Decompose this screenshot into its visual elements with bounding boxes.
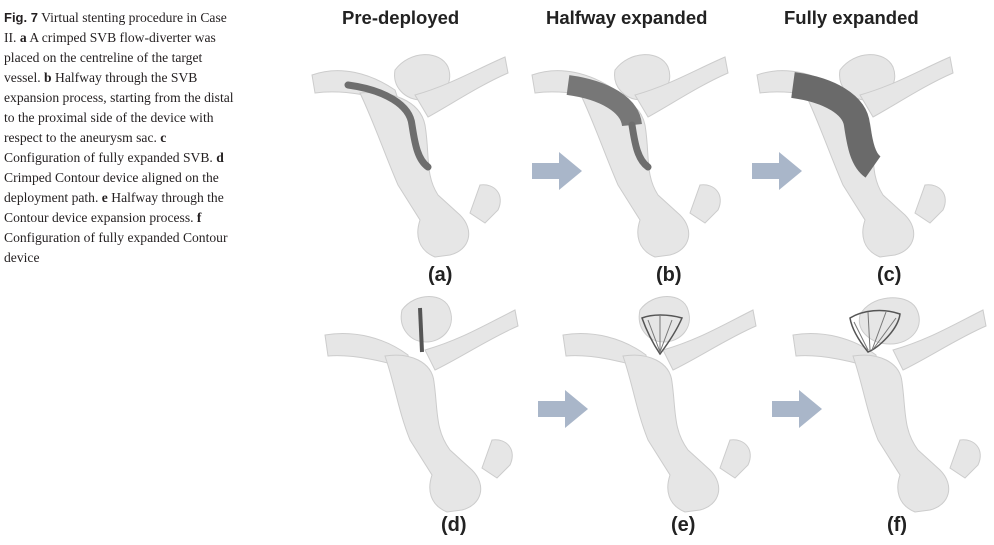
panel-label-c: (c) — [877, 264, 902, 286]
header-fully-expanded: Fully expanded — [784, 7, 919, 28]
panel-label-f: (f) — [887, 514, 907, 536]
panel-b-vessel-image — [531, 54, 729, 258]
caption-key-d: d — [216, 150, 224, 165]
figure-caption: Fig. 7 Virtual stenting procedure in Cas… — [4, 8, 236, 268]
arrow-icon-bc — [752, 152, 802, 190]
caption-text-a: A crimped SVB flow-diverter was placed o… — [4, 30, 216, 85]
caption-key-a: a — [19, 30, 27, 45]
panel-d-vessel-image — [324, 296, 519, 513]
figure-label: Fig. 7 — [4, 10, 38, 25]
arrow-icon-ef — [772, 390, 822, 428]
arrow-icon-ab — [532, 152, 582, 190]
panel-label-d: (d) — [441, 514, 467, 536]
header-pre-deployed: Pre-deployed — [342, 7, 460, 28]
panel-label-a: (a) — [428, 264, 453, 286]
panel-f-vessel-image — [792, 297, 987, 513]
panel-label-e: (e) — [671, 514, 696, 536]
arrow-icon-de — [538, 390, 588, 428]
panel-a-vessel-image — [311, 54, 509, 258]
panel-label-b: (b) — [656, 264, 682, 286]
header-halfway-expanded: Halfway expanded — [546, 7, 708, 28]
panel-c-vessel-image — [756, 54, 954, 258]
caption-key-c: c — [160, 130, 167, 145]
caption-key-e: e — [101, 190, 108, 205]
caption-key-b: b — [44, 70, 52, 85]
caption-text-e: Halfway through the Contour device expan… — [4, 190, 224, 225]
caption-text-c: Configuration of fully expanded SVB. — [4, 150, 213, 165]
caption-text-d: Crimped Contour device aligned on the de… — [4, 170, 219, 205]
caption-intro: Virtual stenting procedure in Case II. — [4, 10, 227, 45]
caption-text-b: Halfway through the SVB expansion proces… — [4, 70, 234, 145]
caption-key-f: f — [196, 210, 202, 225]
panel-e-vessel-image — [562, 296, 757, 513]
caption-text-f: Configuration of fully expanded Contour … — [4, 230, 228, 265]
